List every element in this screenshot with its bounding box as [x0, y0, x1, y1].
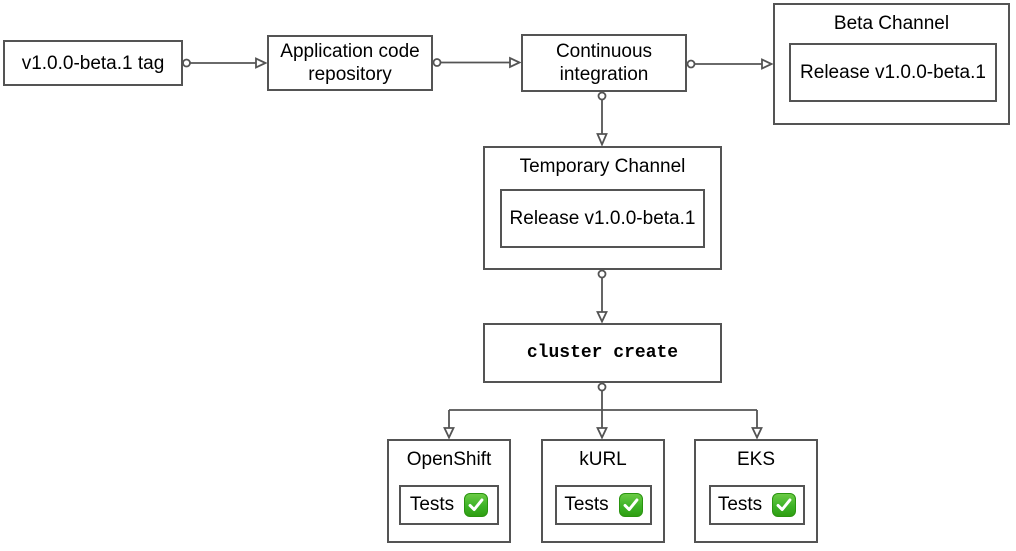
edge-tag-to-repo [182, 57, 268, 69]
continuous-integration-label: Continuous integration [555, 41, 653, 85]
beta-channel-release-label: Release v1.0.0-beta.1 [800, 62, 986, 83]
node-continuous-integration: Continuous integration [521, 34, 687, 92]
temporary-channel-release-label: Release v1.0.0-beta.1 [509, 208, 696, 229]
edge-cluster-create-to-targets [443, 382, 763, 440]
beta-channel-title: Beta Channel [833, 13, 950, 34]
temporary-channel-title: Temporary Channel [519, 156, 686, 177]
check-passed-icon [464, 493, 489, 517]
beta-channel-release-box: Release v1.0.0-beta.1 [789, 43, 997, 102]
kurl-tests-box: Tests [555, 485, 652, 525]
edge-temp-channel-to-cluster-create [596, 269, 608, 324]
edge-repo-to-ci [432, 56, 522, 69]
node-cluster-create: cluster create [483, 323, 722, 383]
eks-tests-box: Tests [709, 485, 805, 525]
openshift-tests-label: Tests [409, 494, 455, 515]
temporary-channel-release-box: Release v1.0.0-beta.1 [500, 189, 705, 248]
openshift-title: OpenShift [406, 449, 492, 470]
eks-tests-label: Tests [717, 494, 763, 515]
application-code-repository-label: Application code repository [280, 41, 420, 85]
edge-ci-to-temp-channel [596, 91, 608, 147]
node-openshift: OpenShift Tests [387, 439, 511, 543]
node-temporary-channel: Temporary Channel Release v1.0.0-beta.1 [483, 146, 722, 270]
node-eks: EKS Tests [694, 439, 818, 543]
kurl-title: kURL [579, 449, 627, 470]
node-kurl: kURL Tests [541, 439, 665, 543]
cluster-create-label: cluster create [526, 342, 679, 363]
node-beta-channel: Beta Channel Release v1.0.0-beta.1 [773, 3, 1010, 125]
version-tag-label: v1.0.0-beta.1 tag [21, 52, 165, 74]
edge-ci-to-beta-channel [686, 58, 774, 70]
eks-title: EKS [736, 449, 776, 470]
kurl-tests-label: Tests [564, 494, 609, 515]
node-version-tag: v1.0.0-beta.1 tag [3, 40, 183, 86]
check-passed-icon [772, 493, 797, 517]
node-application-code-repository: Application code repository [267, 35, 433, 91]
openshift-tests-box: Tests [399, 485, 499, 525]
check-passed-icon [618, 493, 643, 517]
